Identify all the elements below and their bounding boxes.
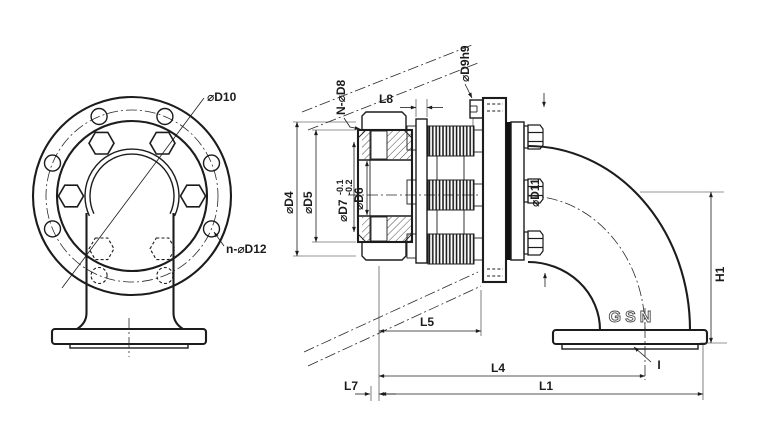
dim-label-i: I (657, 358, 660, 372)
elbow-centerline-arc (527, 195, 646, 331)
section-view (301, 44, 544, 367)
dim-label-d8: N-⌀D8 (334, 79, 348, 115)
dim-label-l7: L7 (344, 379, 358, 393)
d12-leader (213, 231, 225, 247)
i-leader (633, 346, 652, 363)
bore-circle-inner (89, 153, 175, 214)
flange-plate-a (469, 96, 508, 284)
flange-outer-circle (31, 95, 233, 297)
elbow-view: GSN (527, 144, 709, 380)
dimensions-bottom: L5 L4 L1 L7 H1 I (344, 191, 727, 401)
dim-label-d7-group: ⌀D7 -0.1 -0.2 (335, 179, 354, 222)
dim-label-l4: L4 (491, 361, 505, 375)
front-view: ⌀D10 n-⌀D12 (31, 90, 267, 357)
spigot-keyway (469, 99, 484, 119)
hidden-bolt-hole (156, 266, 174, 285)
pipe-right-edge (172, 213, 184, 330)
flange-hub-circle (55, 119, 209, 273)
union-nut (356, 111, 414, 261)
bolt-holes (43, 107, 221, 285)
pipe-left-edge (76, 213, 88, 330)
dim-label-h1: H1 (713, 266, 727, 282)
dim-label-l8: L8 (379, 92, 393, 106)
dim-label-d9: ⌀D9h9 (458, 45, 472, 82)
elbow-flange-face (561, 343, 699, 350)
washer-plate (406, 118, 428, 264)
d10-leader (61, 97, 205, 289)
dimensions-left: ⌀D4 ⌀D5 ⌀D7 -0.1 -0.2 ⌀D6 (282, 121, 369, 257)
dim-label-d7: ⌀D7 (336, 199, 350, 222)
dim-label-d11: ⌀D11 (528, 178, 542, 207)
flange-plate-b (506, 121, 544, 261)
swivel-axis-lines (301, 44, 482, 367)
flange-bolts (523, 124, 544, 256)
hidden-bolt-hole (90, 266, 108, 285)
bore-circle-outer (84, 148, 180, 217)
dim-label-d4: ⌀D4 (282, 191, 296, 214)
dimensions-top: N-⌀D8 L8 ⌀D9h9 ⌀D11 (334, 45, 547, 287)
threaded-studs (427, 125, 484, 265)
dim-label-l5: L5 (420, 315, 434, 329)
hex-bolt-heads (57, 131, 207, 261)
elbow-outer-arc (527, 144, 692, 331)
elbow-inner-arc (527, 260, 602, 331)
dim-label-d5: ⌀D5 (301, 191, 315, 214)
d9-leader (464, 83, 473, 99)
dim-label-d7-tol-upper: -0.1 (335, 179, 345, 195)
cast-mark: GSN (609, 309, 656, 326)
elbow-bottom-flange (551, 328, 709, 346)
dim-label-d12: n-⌀D12 (226, 242, 267, 256)
d8-leader (343, 117, 361, 130)
dim-label-d10: ⌀D10 (207, 90, 237, 104)
dim-label-l1: L1 (539, 379, 553, 393)
dim-label-d7-tol-lower: -0.2 (344, 179, 354, 195)
bolt-circle-centerline (45, 109, 219, 283)
dim-label-d6: ⌀D6 (352, 187, 366, 210)
